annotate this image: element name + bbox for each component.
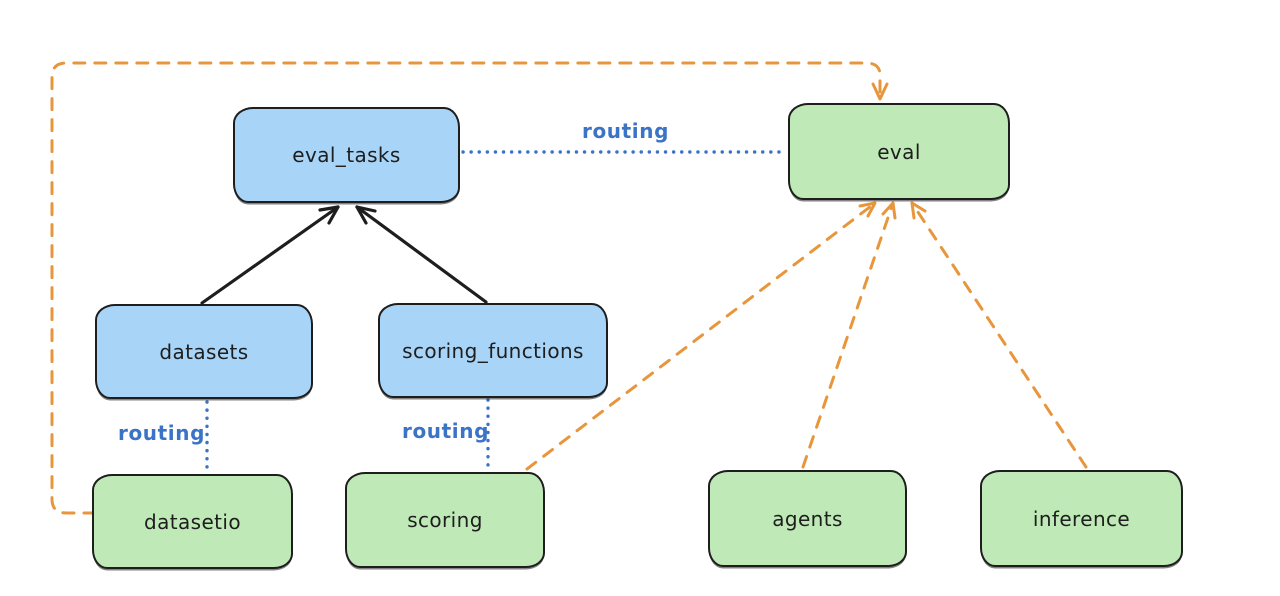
routing-label-datasets-datasetio: routing: [118, 421, 206, 445]
node-inference: inference: [980, 470, 1183, 567]
node-label: datasetio: [143, 509, 241, 534]
arrowhead: [318, 205, 340, 225]
node-label: datasets: [159, 339, 249, 364]
arrowhead: [871, 82, 889, 101]
edge-datasets-to-eval-tasks: [200, 205, 340, 305]
routing-label-scoring-functions-scoring: routing: [402, 419, 490, 443]
node-label: agents: [772, 506, 843, 531]
arrowhead: [881, 201, 897, 220]
node-label: eval: [877, 139, 921, 164]
node-scoring: scoring: [345, 472, 545, 568]
node-datasetio: datasetio: [92, 474, 293, 569]
routing-label-eval-tasks-eval: routing: [582, 119, 670, 143]
node-label: inference: [1032, 506, 1131, 531]
node-eval: eval: [788, 103, 1010, 200]
arrowhead: [910, 201, 927, 220]
node-scoring-functions: scoring_functions: [378, 303, 608, 398]
node-eval-tasks: eval_tasks: [233, 107, 460, 203]
node-label: eval_tasks: [292, 143, 401, 167]
node-agents: agents: [708, 470, 907, 567]
edge-datasetio-to-eval: [50, 61, 889, 515]
node-datasets: datasets: [95, 304, 313, 399]
edge-scoring-to-eval: [525, 201, 877, 471]
edge-scoring-functions-to-eval-tasks: [355, 205, 488, 304]
arrowhead: [355, 205, 377, 225]
node-label: scoring_functions: [402, 338, 584, 363]
edge-inference-to-eval: [910, 201, 1088, 469]
edge-agents-to-eval: [801, 201, 897, 469]
arrowhead: [858, 201, 877, 218]
node-label: scoring: [407, 508, 483, 532]
